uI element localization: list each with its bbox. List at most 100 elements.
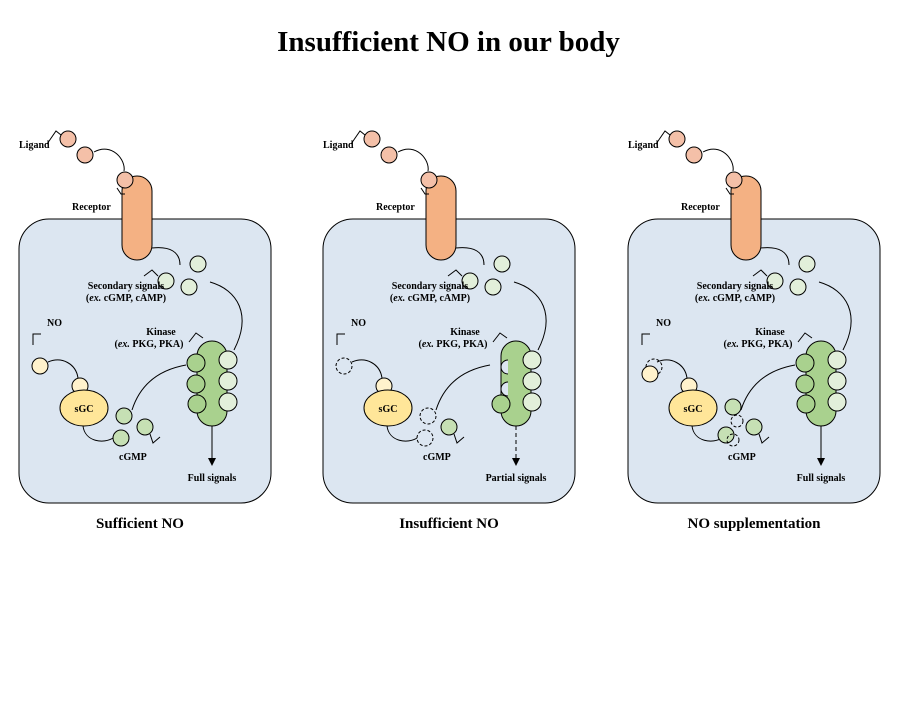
cgmp-pointer-line <box>453 433 465 444</box>
ligand-circle <box>685 146 703 164</box>
cgmp-to-kinase-line <box>131 364 187 411</box>
kinase-signal-circle <box>218 392 238 412</box>
kinase-signal-circle <box>522 371 542 391</box>
secondary-signals-example: (ex. cGMP, cAMP) <box>695 293 775 304</box>
secondary-signal-circle <box>461 272 479 290</box>
kinase-signal-circle <box>522 350 542 370</box>
no-circle <box>641 365 659 383</box>
no-link-line <box>656 359 688 379</box>
secondary-signals-example: (ex. cGMP, cAMP) <box>86 293 166 304</box>
cgmp-label: cGMP <box>728 452 756 463</box>
cgmp-to-kinase-line <box>435 364 491 411</box>
kinase-pointer-line <box>188 332 204 343</box>
ligand-circle <box>668 130 686 148</box>
kinase-empty-site <box>500 359 509 397</box>
secondary-signals-label: Secondary signals <box>88 281 165 292</box>
sgc-enzyme <box>59 389 109 427</box>
kinase-label: Kinase <box>755 327 785 338</box>
kinase-signal-circle <box>218 350 238 370</box>
receptor-label: Receptor <box>681 202 720 213</box>
secondary-pointer-line <box>447 269 463 277</box>
secondary-signal-circle <box>157 272 175 290</box>
cgmp-label: cGMP <box>119 452 147 463</box>
kinase-site-circle <box>186 374 206 394</box>
secondary-pointer-line <box>752 269 768 277</box>
ligand-circle <box>76 146 94 164</box>
receptor-pointer-line <box>420 187 429 195</box>
page-title: Insufficient NO in our body <box>277 26 620 58</box>
cgmp-circle <box>745 418 763 436</box>
sgc-label: sGC <box>379 404 398 415</box>
no-pointer-line <box>32 333 41 345</box>
kinase-example: (ex. PKG, PKA) <box>115 339 184 350</box>
ligand-link-line <box>93 148 125 172</box>
cgmp-circle <box>724 398 742 416</box>
no-link-line <box>47 359 79 379</box>
secondary-pointer-line <box>143 269 159 277</box>
secondary-signal-circle <box>180 278 198 296</box>
secondary-signals-label: Secondary signals <box>697 281 774 292</box>
secondary-signal-circle <box>493 255 511 273</box>
cgmp-circle <box>717 426 735 444</box>
ligand-link-line <box>397 148 429 172</box>
panel-caption-insufficient: Insufficient NO <box>399 516 499 532</box>
secondary-signals-example: (ex. cGMP, cAMP) <box>390 293 470 304</box>
secondary-signal-circle <box>798 255 816 273</box>
receptor <box>425 175 457 261</box>
kinase-signal-circle <box>522 392 542 412</box>
kinase-site-circle <box>187 394 207 414</box>
kinase-site-circle <box>795 374 815 394</box>
ligand-circle <box>363 130 381 148</box>
secondary-link-line <box>455 247 485 266</box>
cgmp-pointer-line <box>149 433 161 444</box>
secondary-to-kinase-line <box>818 281 852 351</box>
cgmp-circle <box>136 418 154 436</box>
secondary-link-line <box>760 247 790 266</box>
cgmp-dashed-circle <box>730 414 744 428</box>
kinase-site-circle <box>796 394 816 414</box>
sgc-enzyme <box>668 389 718 427</box>
secondary-signal-circle <box>189 255 207 273</box>
cgmp-circle <box>115 407 133 425</box>
kinase-site-circle <box>491 394 511 414</box>
kinase-site-circle <box>186 353 206 373</box>
signal-output-label: Full signals <box>797 473 846 484</box>
signal-output-label: Full signals <box>188 473 237 484</box>
kinase-example: (ex. PKG, PKA) <box>419 339 488 350</box>
ligand-circle <box>725 171 743 189</box>
cgmp-to-kinase-line <box>740 364 796 411</box>
panel-caption-sufficient: Sufficient NO <box>96 516 184 532</box>
ligand-circle <box>59 130 77 148</box>
secondary-to-kinase-line <box>209 281 243 351</box>
receptor-label: Receptor <box>376 202 415 213</box>
no-label: NO <box>656 318 671 329</box>
kinase-signal-circle <box>827 350 847 370</box>
ligand-link-line <box>702 148 734 172</box>
cgmp-dashed-circle <box>419 407 437 425</box>
secondary-link-line <box>151 247 181 266</box>
cgmp-label: cGMP <box>423 452 451 463</box>
sgc-to-cgmp-line <box>82 425 114 442</box>
secondary-to-kinase-line <box>513 281 547 351</box>
kinase-pointer-line <box>492 332 508 343</box>
kinase-example: (ex. PKG, PKA) <box>724 339 793 350</box>
ligand-label: Ligand <box>323 140 354 151</box>
cgmp-circle <box>440 418 458 436</box>
ligand-circle <box>116 171 134 189</box>
no-circle <box>31 357 49 375</box>
cgmp-circle <box>112 429 130 447</box>
no-link-line <box>351 359 383 379</box>
receptor-pointer-line <box>725 187 734 195</box>
no-label: NO <box>47 318 62 329</box>
ligand-label: Ligand <box>19 140 50 151</box>
sgc-enzyme <box>363 389 413 427</box>
secondary-signal-circle <box>766 272 784 290</box>
ligand-label: Ligand <box>628 140 659 151</box>
receptor <box>121 175 153 261</box>
secondary-signal-circle <box>484 278 502 296</box>
sgc-label: sGC <box>684 404 703 415</box>
ligand-circle <box>420 171 438 189</box>
